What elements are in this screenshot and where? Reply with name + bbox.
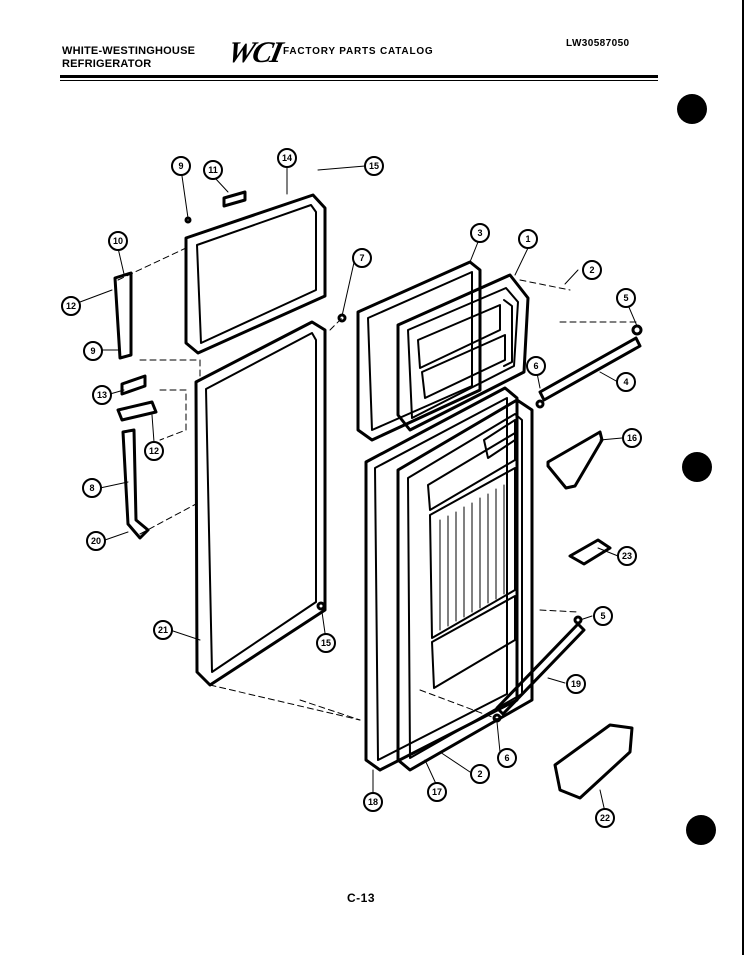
callout-16: 16 [627, 433, 637, 443]
callout-9: 9 [178, 161, 183, 171]
callout-23: 23 [622, 551, 632, 561]
binder-hole-top [677, 94, 707, 124]
page-edge [742, 0, 744, 955]
callout-bubbles [61, 148, 642, 828]
callout-1: 1 [525, 234, 530, 244]
callout-8: 8 [89, 483, 94, 493]
callout-5: 5 [600, 611, 605, 621]
callout-5: 5 [623, 293, 628, 303]
callout-17: 17 [432, 787, 442, 797]
hinge-parts [113, 271, 158, 540]
callout-4: 4 [623, 377, 628, 387]
assembly-lines [117, 247, 638, 721]
callout-20: 20 [91, 536, 101, 546]
fresh-food-gasket [194, 320, 327, 687]
callout-2: 2 [589, 265, 594, 275]
callout-9: 9 [90, 346, 95, 356]
catalog-title: FACTORY PARTS CATALOG [283, 46, 434, 57]
fresh-food-door [396, 398, 534, 772]
leader-lines [79, 165, 638, 813]
callout-21: 21 [158, 625, 168, 635]
callout-22: 22 [600, 813, 610, 823]
binder-hole-middle [682, 452, 712, 482]
callout-13: 13 [97, 390, 107, 400]
callout-3: 3 [477, 228, 482, 238]
callout-10: 10 [113, 236, 123, 246]
catalog-code: LW30587050 [566, 38, 630, 49]
small-parts [184, 190, 643, 800]
callout-15: 15 [321, 638, 331, 648]
callout-18: 18 [368, 797, 378, 807]
header-rule-thin [60, 80, 658, 81]
callout-2: 2 [477, 769, 482, 779]
header-rule [60, 75, 658, 78]
product-type: REFRIGERATOR [62, 58, 152, 70]
callout-6: 6 [504, 753, 509, 763]
callout-12: 12 [149, 446, 159, 456]
binder-hole-bottom [686, 815, 716, 845]
callout-19: 19 [571, 679, 581, 689]
freezer-door [396, 273, 530, 432]
callout-14: 14 [282, 153, 292, 163]
brand-name: WHITE-WESTINGHOUSE [62, 45, 196, 57]
page-number: C-13 [347, 891, 376, 905]
callout-12: 12 [66, 301, 76, 311]
callout-15: 15 [369, 161, 379, 171]
callout-numbers: 9 11 14 15 10 12 9 13 12 8 20 21 15 7 3 … [66, 153, 637, 823]
callout-7: 7 [359, 253, 364, 263]
freezer-gasket [184, 193, 327, 355]
callout-11: 11 [208, 165, 218, 175]
brand-block: WHITE-WESTINGHOUSE REFRIGERATOR [62, 45, 195, 71]
callout-6: 6 [533, 361, 538, 371]
